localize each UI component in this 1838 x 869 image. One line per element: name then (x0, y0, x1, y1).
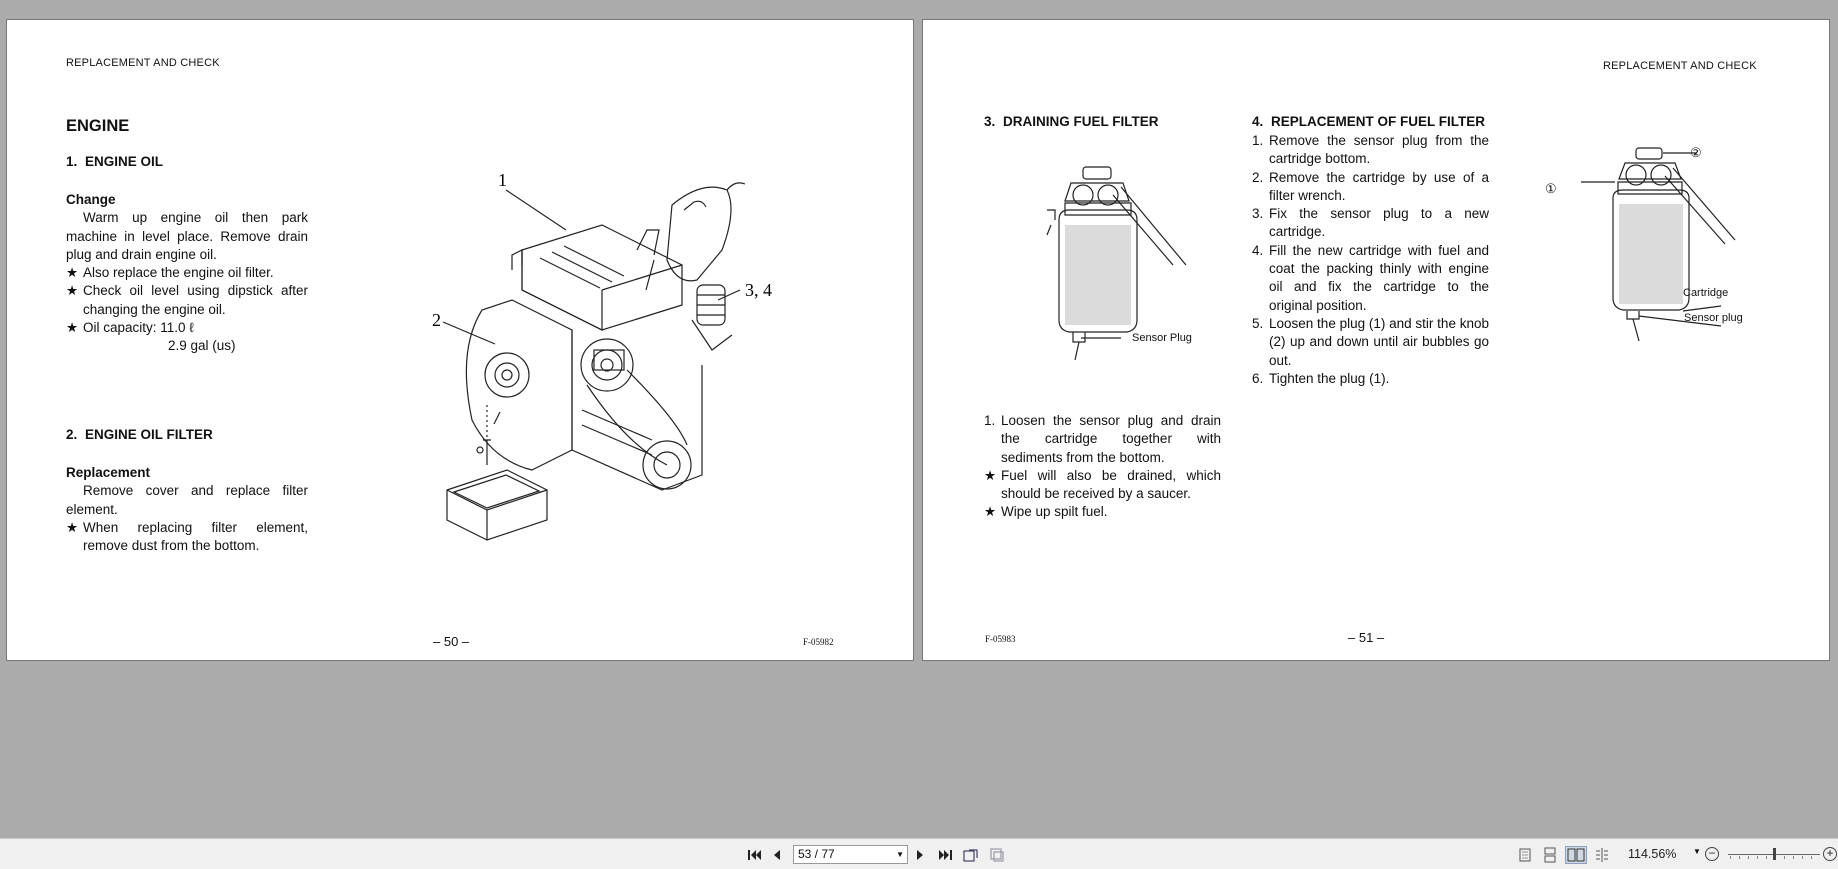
step-item: 6.Tighten the plug (1). (1252, 370, 1390, 386)
item-title: DRAINING FUEL FILTER (1003, 114, 1159, 129)
capacity-label: Oil capacity: (83, 320, 157, 336)
step-item: 4.Fill the new cartridge with fuel and c… (1252, 242, 1489, 313)
sensor-plug-label: Sensor plug (1684, 312, 1743, 324)
engine-oil-block: Change Warm up engine oil then park mach… (66, 191, 308, 356)
two-page-continuous-icon[interactable] (1593, 846, 1611, 864)
next-page-icon[interactable] (911, 846, 929, 864)
item-draining-heading: 3. DRAINING FUEL FILTER (984, 114, 1159, 129)
figure-code: F-05983 (985, 634, 1016, 644)
callout-2-marker: ② (1690, 145, 1702, 160)
item-engine-oil-heading: 1. ENGINE OIL (66, 154, 163, 169)
page-50: REPLACEMENT AND CHECK ENGINE 1. ENGINE O… (6, 19, 914, 661)
star-icon: ★ (984, 504, 997, 520)
callout-2: 2 (432, 310, 441, 330)
item-number: 1. (66, 154, 78, 169)
rotate-icon[interactable] (962, 846, 980, 864)
bullet-item: ★ Check oil level using dipstick after c… (66, 282, 308, 319)
replacement-steps: 1.Remove the sensor plug from the cartri… (1252, 132, 1489, 388)
running-header: REPLACEMENT AND CHECK (1603, 60, 1757, 72)
subhead-change: Change (66, 192, 116, 207)
step-item: 5.Loosen the plug (1) and stir the knob … (1252, 315, 1489, 368)
step-item: 3.Fix the sensor plug to a new cartridge… (1252, 206, 1489, 240)
engine-illustration: 1 2 3, 4 (432, 170, 772, 541)
bullet-item: ★ Wipe up spilt fuel. (984, 503, 1221, 521)
viewer-toolbar: 53 / 77 ▼ 114.56% ▼ − + (0, 838, 1838, 869)
bullet-item: ★ When replacing filter element, remove … (66, 519, 308, 556)
star-icon: ★ (66, 265, 79, 281)
step-number: 1. (984, 413, 996, 428)
item-title: REPLACEMENT OF FUEL FILTER (1271, 114, 1486, 129)
running-header: REPLACEMENT AND CHECK (66, 57, 220, 69)
continuous-icon[interactable] (1541, 846, 1559, 864)
draining-steps: 1. Loosen the sensor plug and drain the … (984, 412, 1221, 522)
first-page-icon[interactable] (746, 846, 764, 864)
page-folio: – 50 – (433, 634, 470, 649)
zoom-out-icon[interactable]: − (1705, 847, 1719, 861)
callout-1-marker: ① (1545, 181, 1557, 196)
last-page-icon[interactable] (936, 846, 954, 864)
star-icon: ★ (66, 320, 79, 336)
step-item: 1.Remove the sensor plug from the cartri… (1252, 133, 1489, 167)
callout-1: 1 (498, 170, 507, 190)
prev-page-icon[interactable] (768, 846, 786, 864)
bullet-item-capacity: ★ Oil capacity: 11.0 ℓ (66, 319, 308, 337)
chevron-down-icon[interactable]: ▼ (1693, 847, 1701, 856)
capacity-gallons: 2.9 gal (us) (168, 338, 236, 354)
chevron-down-icon[interactable]: ▼ (896, 850, 904, 859)
fuel-filter-replacement-figure (1581, 147, 1736, 342)
sensor-plug-label: Sensor Plug (1132, 332, 1192, 344)
page-number-input[interactable]: 53 / 77 ▼ (793, 845, 908, 864)
step-item: 2.Remove the cartridge by use of a filte… (1252, 169, 1489, 203)
star-icon: ★ (66, 283, 79, 299)
star-icon: ★ (66, 519, 79, 535)
figure-code: F-05982 (803, 637, 834, 647)
paragraph: Remove cover and replace filter element. (66, 483, 308, 517)
page-51: REPLACEMENT AND CHECK 3. DRAINING FUEL F… (922, 19, 1830, 661)
bullet-item: ★ Fuel will also be drained, which shoul… (984, 467, 1221, 504)
item-replacement-heading: 4. REPLACEMENT OF FUEL FILTER (1252, 114, 1485, 129)
subhead-replacement: Replacement (66, 465, 151, 480)
zoom-in-icon[interactable]: + (1823, 847, 1837, 861)
step-item: 1. Loosen the sensor plug and drain the … (984, 412, 1221, 467)
fuel-filter-figure (1046, 166, 1187, 361)
page-folio: – 51 – (1348, 630, 1385, 645)
two-page-icon[interactable] (1565, 846, 1587, 864)
item-title: ENGINE OIL (85, 154, 164, 169)
paragraph: Warm up engine oil then park machine in … (66, 210, 308, 262)
zoom-slider-thumb[interactable] (1773, 848, 1776, 860)
item-oil-filter-heading: 2. ENGINE OIL FILTER (66, 427, 213, 442)
callout-3-4: 3, 4 (745, 280, 772, 300)
item-number: 4. (1252, 114, 1264, 129)
fit-icon[interactable] (988, 846, 1006, 864)
item-number: 3. (984, 114, 996, 129)
star-icon: ★ (984, 467, 997, 483)
zoom-level[interactable]: 114.56% (1628, 847, 1677, 861)
single-page-icon[interactable] (1516, 846, 1534, 864)
item-number: 2. (66, 427, 78, 442)
oil-filter-block: Replacement Remove cover and replace fil… (66, 464, 308, 555)
section-title: ENGINE (66, 117, 130, 135)
item-title: ENGINE OIL FILTER (85, 427, 213, 442)
bullet-item: ★ Also replace the engine oil filter. (66, 264, 308, 282)
capacity-liters: 11.0 ℓ (160, 320, 194, 336)
cartridge-label: Cartridge (1683, 287, 1729, 299)
